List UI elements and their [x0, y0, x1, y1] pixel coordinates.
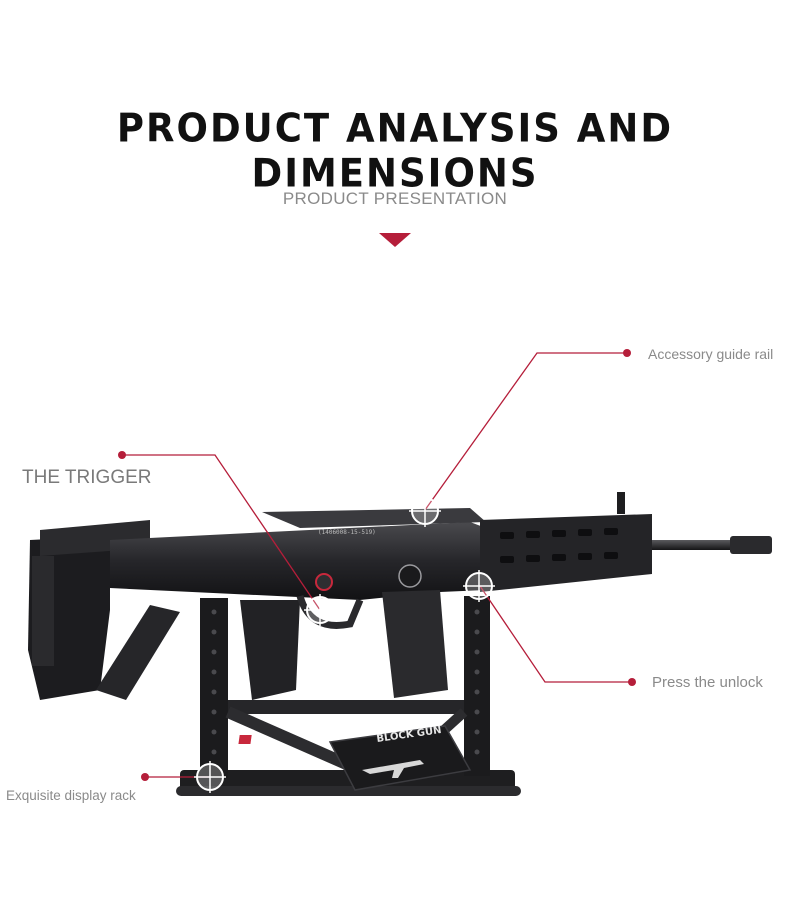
- rifle-model: (1406008-15-519): [28, 492, 772, 700]
- crosshair-icon: [409, 495, 441, 527]
- callout-trigger: THE TRIGGER: [22, 467, 152, 488]
- crosshair-icon: [304, 594, 336, 626]
- display-rack: BLOCK GUN: [176, 596, 521, 796]
- serial-marking: (1406008-15-519): [318, 529, 376, 536]
- callout-press-unlock: Press the unlock: [652, 674, 763, 691]
- crosshair-icon: [463, 570, 495, 602]
- page-subtitle: PRODUCT PRESENTATION: [282, 189, 508, 208]
- callout-display-rack: Exquisite display rack: [6, 788, 136, 803]
- page-title: PRODUCT ANALYSIS AND DIMENSIONS: [116, 105, 674, 197]
- crosshair-icon: [194, 761, 226, 793]
- callout-accessory-guide-rail: Accessory guide rail: [648, 346, 774, 362]
- callout-dots: [118, 349, 636, 781]
- down-triangle-icon: [379, 233, 411, 247]
